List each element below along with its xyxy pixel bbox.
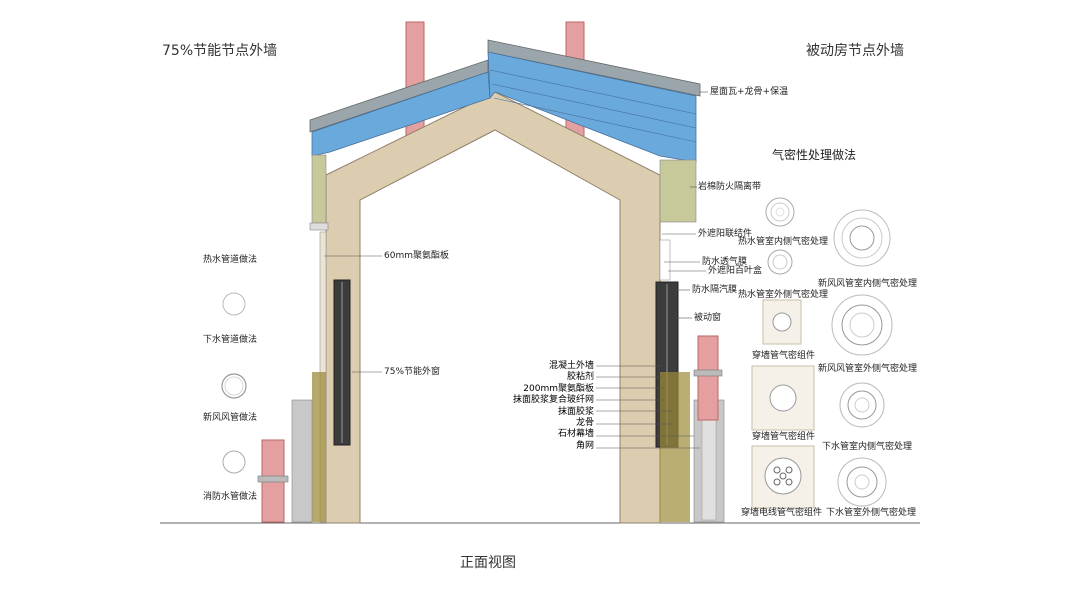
airtight-fresh-out: 新风风管室外侧气密处理: [818, 364, 918, 374]
drain-pipe-label: 下水管道做法: [203, 335, 258, 345]
left-eave-insulation: [311, 154, 327, 224]
fire-pipe-circle: [222, 450, 246, 474]
airtight-drain-in: 下水管室内侧气密处理: [822, 442, 913, 452]
right-pipe: [697, 335, 719, 421]
left-roof-insulation: [311, 71, 491, 157]
wall-layer: 抹面胶浆: [557, 406, 594, 417]
airtight-drain-out: 下水管室外侧气密处理: [826, 508, 917, 518]
membrane-callout: 防水透气膜: [702, 257, 748, 267]
eps-60-label: 60mm聚氨酯板: [384, 251, 449, 261]
airtight-sleeve-1: 穿墙管气密组件: [752, 351, 816, 361]
right-title: 被动房节点外墙: [806, 43, 904, 59]
wall-layer: 混凝土外墙: [548, 361, 594, 371]
sunshade-connector-callout: 外遮阳联结件: [698, 229, 753, 239]
airtight-sleeve-2: 穿墙管气密组件: [752, 432, 816, 442]
vapor-barrier-callout: 防水隔汽膜: [692, 285, 738, 295]
wall-layer: 龙骨: [575, 417, 594, 428]
rockwool-callout: 岩棉防火隔离带: [698, 182, 762, 192]
right-roof-tile: [487, 39, 701, 97]
leader-lines: [324, 91, 708, 449]
rockwool-fire-barrier: [659, 159, 697, 223]
fire-water-pipe-label: 消防水管做法: [203, 492, 258, 502]
left-stone-cladding: [291, 399, 313, 523]
roof-callout: 屋面瓦+龙骨+保温: [710, 87, 789, 97]
airtight-cable: 穿墙电线管气密组件: [741, 508, 823, 518]
concrete-structure: [325, 91, 661, 524]
airtight-title: 气密性处理做法: [772, 148, 857, 162]
wall-layer: 200mm聚氨酯板: [523, 383, 594, 394]
fresh-air-pipe-circle: [221, 373, 247, 399]
airtight-fresh-in: 新风风管室内侧气密处理: [818, 279, 918, 289]
airtight-hot-out: 热水管室外侧气密处理: [738, 290, 829, 300]
wall-layer-list: 混凝土外墙 胶粘剂 200mm聚氨酯板 抹面胶浆复合玻纤网 抹面胶浆 龙骨 石材…: [513, 361, 594, 452]
wall-layer: 石材幕墙: [557, 429, 594, 440]
airtight-hot-in: 热水管室内侧气密处理: [738, 237, 829, 247]
wall-layer: 胶粘剂: [566, 372, 594, 383]
drain-pipe-circle: [222, 292, 246, 316]
wall-layer: 抹面胶浆复合玻纤网: [512, 395, 594, 406]
blind-box-callout: 外遮阳百叶盒: [708, 266, 763, 276]
window-75-label: 75%节能外窗: [384, 367, 441, 377]
passive-window-callout: 被动窗: [694, 313, 722, 323]
fresh-air-pipe-label: 新风风管做法: [203, 413, 258, 423]
wall-layer: 角网: [575, 440, 594, 451]
left-title: 75%节能节点外墙: [162, 43, 278, 59]
right-roof-insulation: [487, 51, 697, 163]
hot-water-pipe-label: 热水管道做法: [203, 255, 258, 265]
front-view-title: 正面视图: [460, 555, 516, 571]
